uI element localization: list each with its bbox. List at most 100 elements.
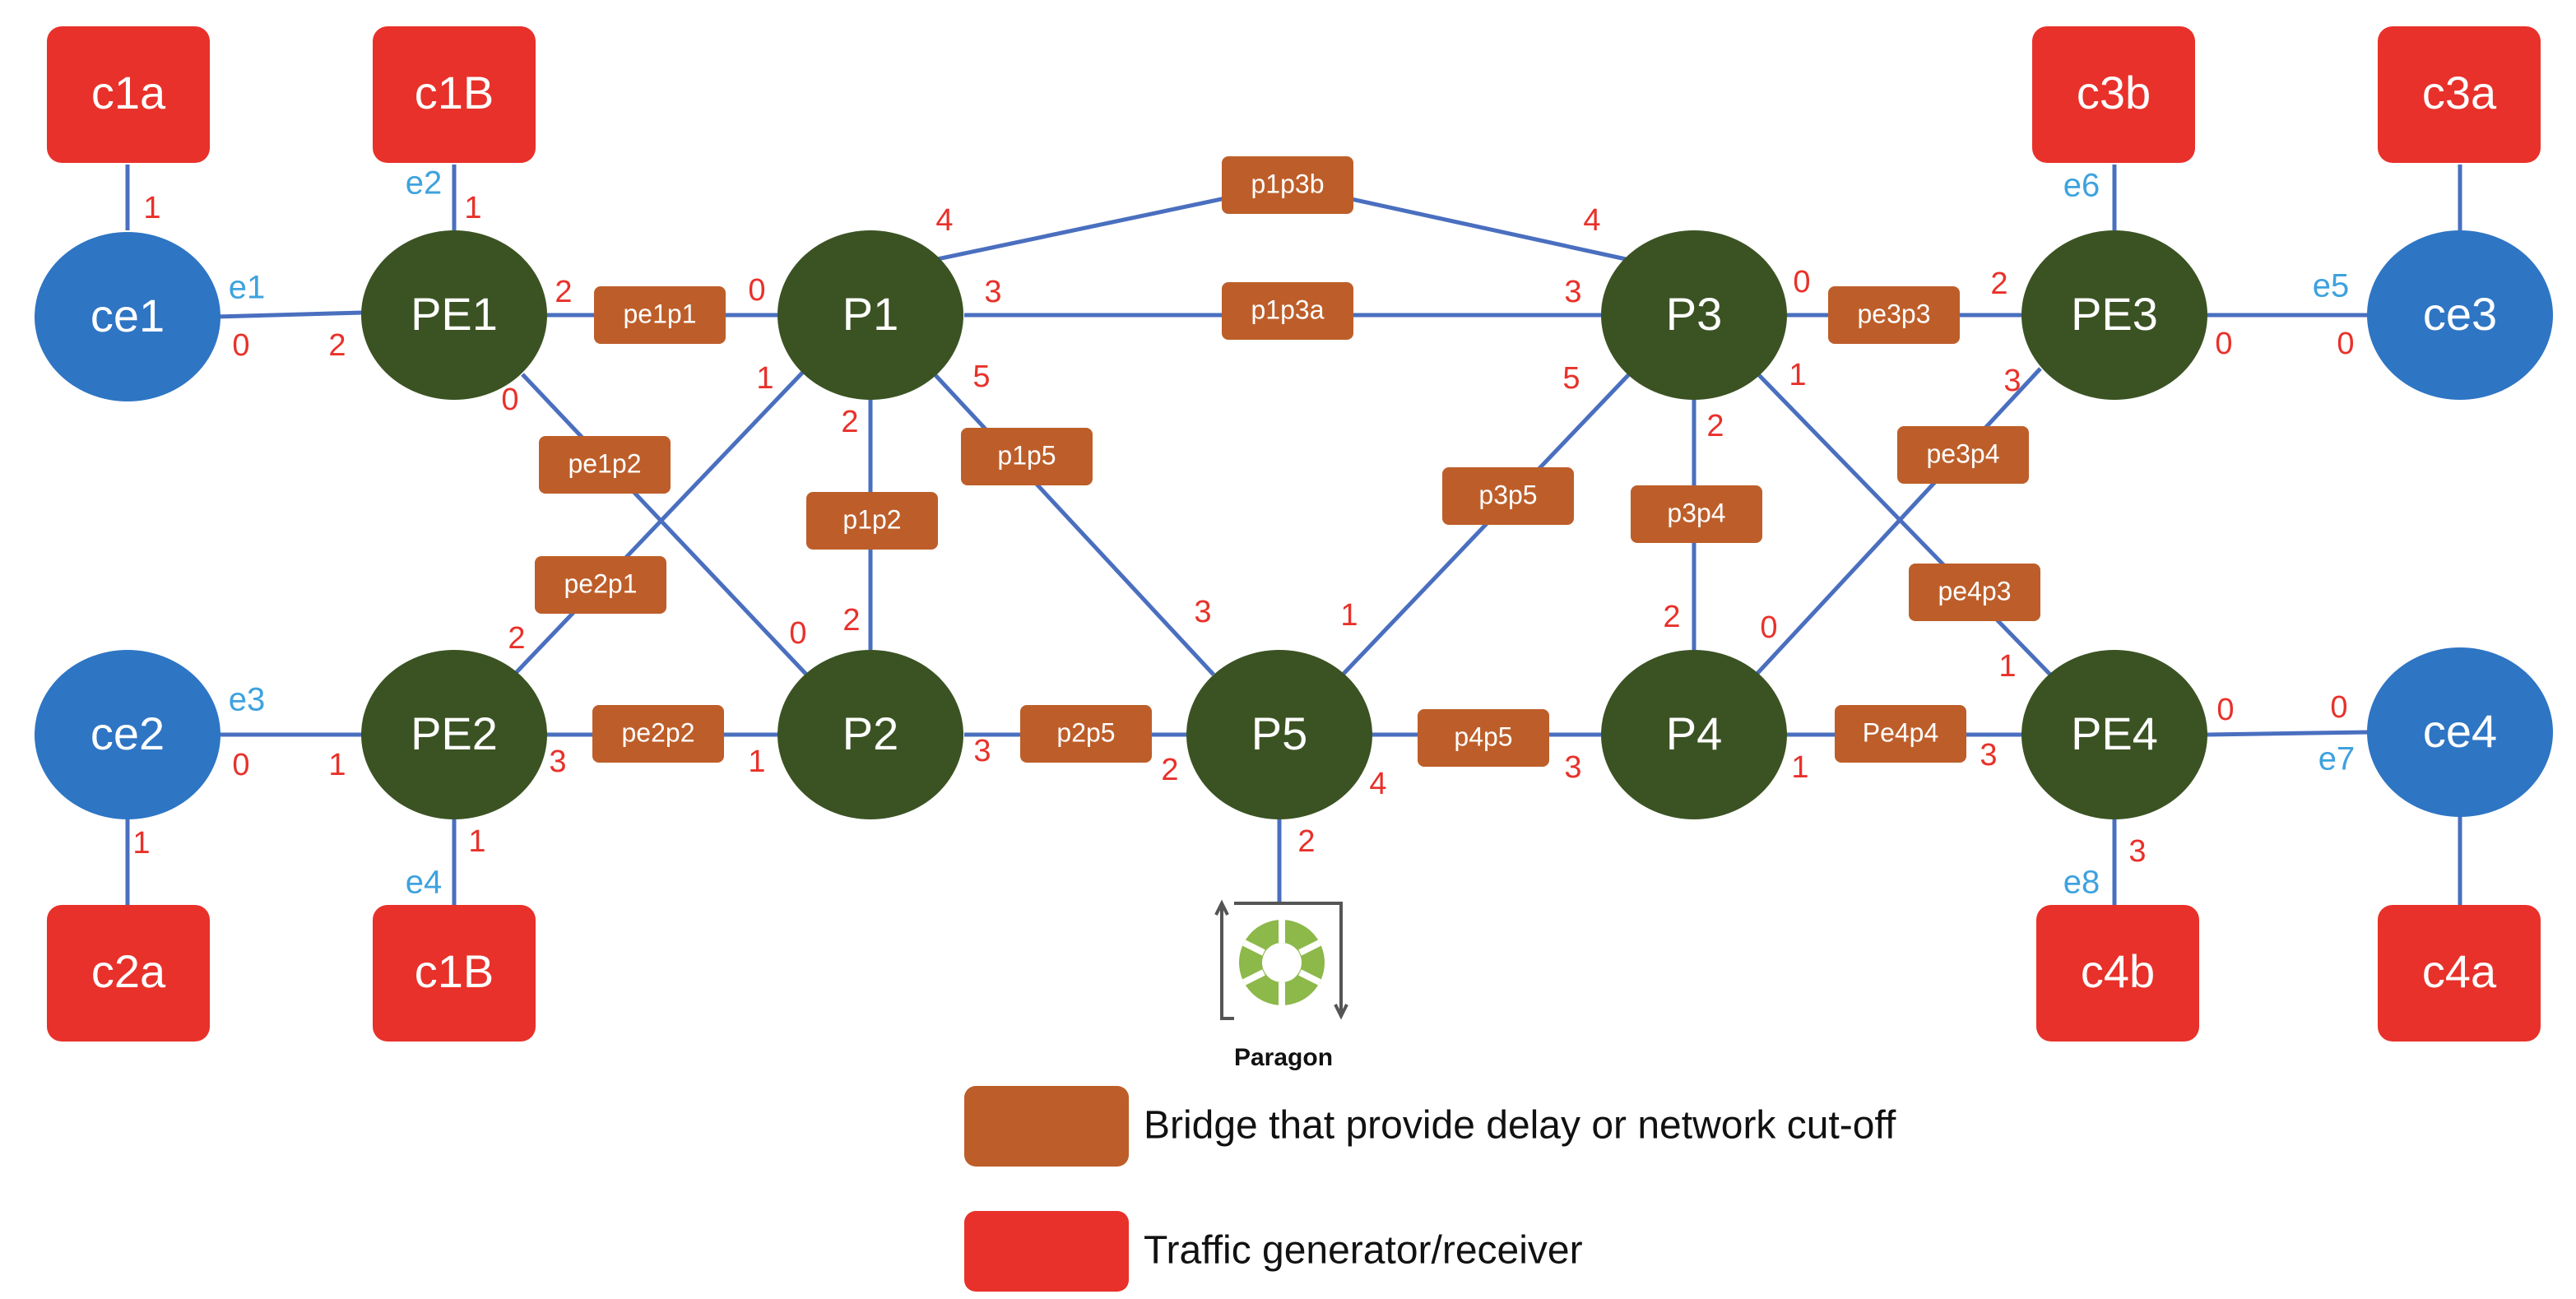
port-labels: 1 1 2 0 0 2 0 4 4 3 3 0 2 0 0 3 1 5 5 1 … (132, 191, 2354, 869)
legend-swatch-bridge (964, 1086, 1129, 1167)
port-label: 5 (972, 360, 990, 394)
port-label: 4 (1583, 203, 1600, 238)
paragon[interactable]: Paragon (1214, 899, 1348, 1071)
traffic-node-c3a[interactable]: c3a (2378, 26, 2541, 163)
router-node-label: P2 (842, 707, 899, 759)
bridge-Pe4p4[interactable]: Pe4p4 (1835, 705, 1966, 763)
ce-node-ce2[interactable]: ce2 (35, 650, 220, 819)
bridge-p1p3b[interactable]: p1p3b (1222, 156, 1353, 214)
port-label: 3 (984, 275, 1001, 309)
port-label: 1 (132, 826, 150, 861)
router-node-pe1[interactable]: PE1 (361, 230, 547, 400)
bridge-label: pe3p3 (1858, 299, 1931, 328)
router-node-pe3[interactable]: PE3 (2021, 230, 2207, 400)
port-label: 2 (1663, 600, 1680, 634)
router-node-p3[interactable]: P3 (1601, 230, 1787, 400)
bridge-label: pe4p3 (1938, 576, 2012, 605)
bridge-p3p5[interactable]: p3p5 (1442, 467, 1574, 525)
port-label: 1 (464, 191, 481, 225)
bridge-pe2p2[interactable]: pe2p2 (592, 705, 724, 763)
bridge-p1p5[interactable]: p1p5 (961, 428, 1093, 485)
router-node-p1[interactable]: P1 (777, 230, 963, 400)
traffic-node-c4b[interactable]: c4b (2036, 905, 2199, 1042)
router-node-label: PE3 (2071, 288, 2158, 340)
traffic-node-label: c1B (415, 945, 494, 997)
ce-node-ce1[interactable]: ce1 (35, 232, 220, 401)
port-label: 4 (935, 203, 953, 238)
traffic-node-label: c4b (2081, 945, 2155, 997)
traffic-node-c1B-top[interactable]: c1B (373, 26, 536, 163)
traffic-node-label: c3b (2077, 67, 2151, 118)
traffic-node-c1a[interactable]: c1a (47, 26, 210, 163)
port-label: 1 (143, 191, 160, 225)
port-label: 2 (1297, 824, 1315, 859)
port-label: 0 (232, 748, 249, 782)
bridge-pe3p3[interactable]: pe3p3 (1828, 286, 1960, 344)
traffic-node-label: c3a (2422, 67, 2497, 118)
port-label: 2 (1161, 753, 1178, 787)
bridge-pe4p3[interactable]: pe4p3 (1909, 564, 2040, 621)
bridge-p2p5[interactable]: p2p5 (1020, 705, 1152, 763)
port-label: 0 (2337, 327, 2354, 361)
bridge-label: pe2p1 (564, 568, 638, 598)
bridge-label: pe2p2 (622, 717, 695, 747)
port-label: 1 (748, 745, 765, 779)
port-label: 3 (1564, 750, 1581, 785)
bridge-p3p4[interactable]: p3p4 (1631, 485, 1762, 543)
port-label: 3 (1980, 738, 1997, 772)
traffic-node-c3b[interactable]: c3b (2032, 26, 2195, 163)
port-label: 1 (328, 748, 346, 782)
port-label: 1 (1791, 750, 1808, 785)
port-label: 2 (841, 405, 858, 439)
bridge-pe1p1[interactable]: pe1p1 (594, 286, 726, 344)
router-node-p2[interactable]: P2 (777, 650, 963, 819)
router-node-label: P5 (1251, 707, 1308, 759)
legend-item-bridge: Bridge that provide delay or network cut… (964, 1086, 1896, 1167)
bridge-label: p1p3b (1251, 169, 1325, 198)
legend-swatch-traffic (964, 1211, 1129, 1292)
ce-node-ce3[interactable]: ce3 (2367, 230, 2553, 400)
port-label: 1 (756, 361, 773, 396)
traffic-node-c4a[interactable]: c4a (2378, 905, 2541, 1042)
port-label: 5 (1562, 361, 1580, 396)
port-label: 1 (1998, 649, 2016, 684)
router-node-p4[interactable]: P4 (1601, 650, 1787, 819)
ethernet-label: e6 (2063, 168, 2100, 204)
bridge-p1p2[interactable]: p1p2 (806, 492, 938, 550)
traffic-node-label: c4a (2422, 945, 2497, 997)
legend-label: Bridge that provide delay or network cut… (1144, 1104, 1896, 1148)
bridge-label: p2p5 (1056, 717, 1115, 747)
port-label: 2 (555, 275, 572, 309)
port-label: 0 (748, 273, 765, 308)
bridge-pe2p1[interactable]: pe2p1 (535, 556, 666, 614)
router-node-p5[interactable]: P5 (1186, 650, 1372, 819)
port-label: 3 (973, 734, 991, 768)
port-label: 0 (2330, 690, 2347, 725)
router-node-label: P1 (842, 288, 899, 340)
router-node-label: PE2 (411, 707, 498, 759)
legend-label: Traffic generator/receiver (1144, 1229, 1583, 1273)
link-pe4-ce4 (2207, 730, 2370, 737)
bridge-p4p5[interactable]: p4p5 (1418, 709, 1549, 767)
bridge-label: pe1p2 (569, 448, 642, 478)
port-label: 4 (1369, 767, 1386, 801)
bridge-p1p3a[interactable]: p1p3a (1222, 282, 1353, 340)
ethernet-labels: e1 e2 e3 e4 e5 e6 e7 e8 (229, 165, 2356, 901)
bridge-pe3p4[interactable]: pe3p4 (1897, 426, 2029, 484)
traffic-node-c1B-bottom[interactable]: c1B (373, 905, 536, 1042)
bridge-label: p1p3a (1251, 295, 1325, 324)
port-label: 2 (842, 603, 860, 638)
router-node-label: PE4 (2071, 707, 2158, 759)
port-label: 3 (1564, 275, 1581, 309)
port-label: 0 (2216, 693, 2234, 727)
port-label: 0 (1793, 265, 1810, 299)
bridge-pe1p2[interactable]: pe1p2 (539, 436, 671, 494)
traffic-node-c2a[interactable]: c2a (47, 905, 210, 1042)
router-node-label: PE1 (411, 288, 498, 340)
router-node-pe4[interactable]: PE4 (2021, 650, 2207, 819)
port-label: 1 (468, 824, 485, 859)
port-label: 2 (1990, 267, 2007, 301)
router-node-pe2[interactable]: PE2 (361, 650, 547, 819)
ce-node-ce4[interactable]: ce4 (2367, 647, 2553, 817)
